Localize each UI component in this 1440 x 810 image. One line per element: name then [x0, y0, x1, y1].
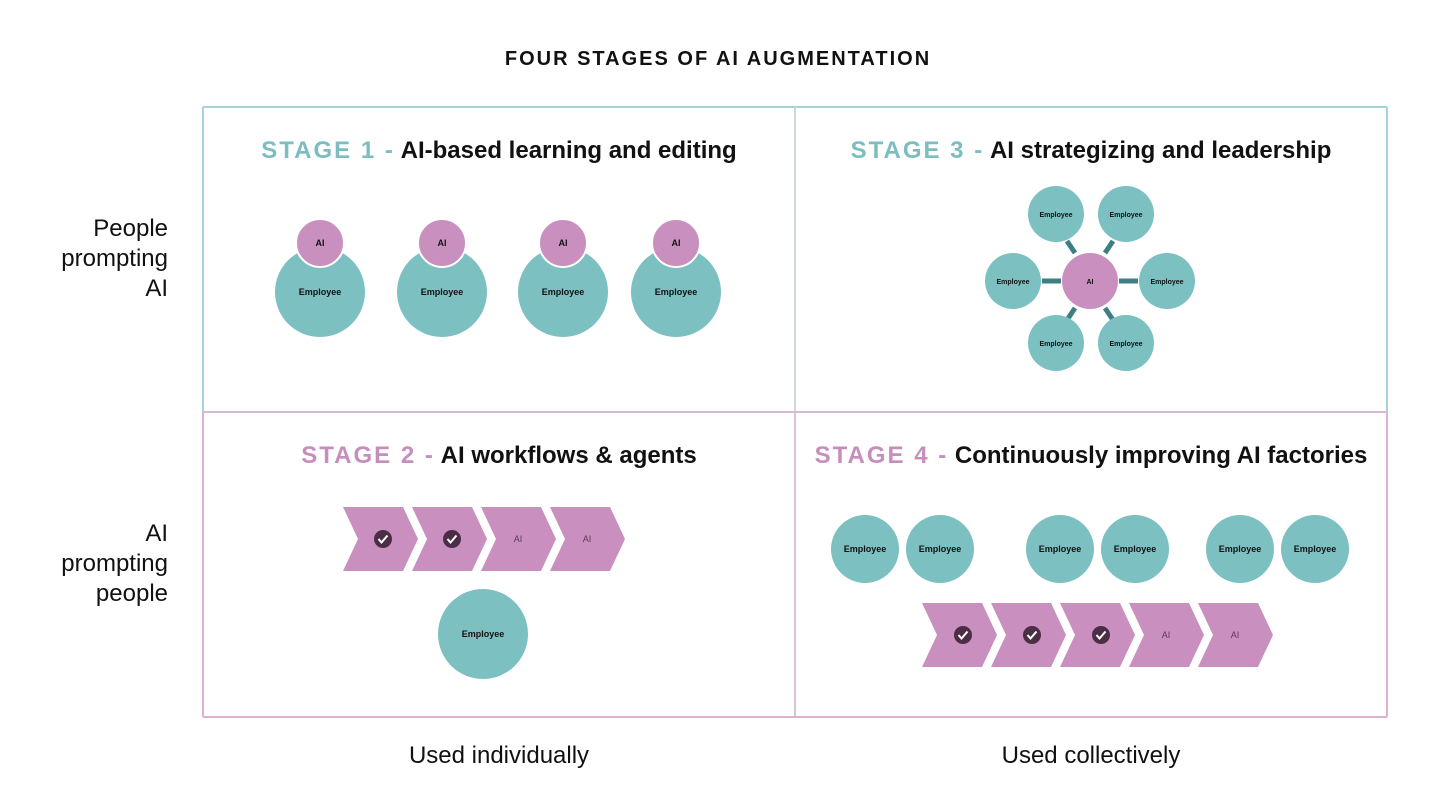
stage-1-unit: Employee AI [275, 218, 365, 337]
check-icon-mark [377, 534, 389, 545]
stage-4-number: STAGE 4 - [814, 442, 949, 469]
employee-node-label: Employee [996, 279, 1029, 286]
employee-node-label: Employee [919, 544, 962, 554]
row-label-people-prompting-ai: People prompting AI [61, 215, 168, 302]
connector [1102, 239, 1116, 255]
ai-hub-label: AI [1087, 279, 1094, 286]
check-icon [443, 530, 461, 548]
stage-2-heading: STAGE 2 - AI workflows & agents [203, 442, 795, 470]
ai-hub-node [1062, 253, 1118, 309]
employee-node-label: Employee [1039, 544, 1082, 554]
stage-3-heading: STAGE 3 - AI strategizing and leadership [795, 137, 1387, 165]
ai-node [651, 218, 701, 268]
stage-1-unit: Employee AI [518, 218, 608, 337]
stage-2-diagram: AI AI Employee [343, 507, 625, 679]
stage-1-diagram: Employee AI Employee AI Employee AI Empl… [275, 218, 721, 337]
check-icon-mark [446, 534, 458, 545]
employee-node-label: Employee [462, 629, 505, 639]
connector [1102, 306, 1116, 322]
employee-node-label: Employee [542, 287, 585, 297]
employee-node-label: Employee [1109, 212, 1142, 219]
employee-node [831, 515, 899, 583]
employee-node-label: Employee [1114, 544, 1157, 554]
employee-node [1098, 186, 1154, 242]
check-icon [374, 530, 392, 548]
ai-node-label: AI [672, 238, 681, 248]
employee-node-label: Employee [1039, 212, 1072, 219]
ai-node [295, 218, 345, 268]
ai-node-label: AI [316, 238, 325, 248]
stage-3-number: STAGE 3 - [850, 137, 985, 164]
employee-node-label: Employee [1150, 279, 1183, 286]
employee-node-label: Employee [1294, 544, 1337, 554]
quadrant-grid [202, 106, 1388, 718]
employee-node [631, 247, 721, 337]
workflow-chevron [481, 507, 556, 571]
employee-node [1098, 315, 1154, 371]
ai-node [417, 218, 467, 268]
check-icon [954, 626, 972, 644]
workflow-step-label: AI [1162, 630, 1171, 640]
employee-node [1206, 515, 1274, 583]
page-title: FOUR STAGES OF AI AUGMENTATION [504, 48, 932, 70]
stage-1-heading: STAGE 1 - AI-based learning and editing [203, 137, 795, 165]
workflow-chevron [1198, 603, 1273, 667]
workflow-step-label: AI [514, 534, 523, 544]
employee-node [1028, 186, 1084, 242]
employee-node [1139, 253, 1195, 309]
stage-1-number: STAGE 1 - [261, 137, 395, 164]
employee-node [985, 253, 1041, 309]
employee-node [1026, 515, 1094, 583]
workflow-chevron [550, 507, 625, 571]
workflow-chevron [1129, 603, 1204, 667]
row-label-ai-prompting-people: AI prompting people [61, 520, 168, 607]
employee-node [275, 247, 365, 337]
ai-node [538, 218, 588, 268]
workflow-step-label: AI [1231, 630, 1240, 640]
stage-2-number: STAGE 2 - [301, 442, 435, 469]
workflow-step-label: AI [583, 534, 592, 544]
stage-2-name: AI workflows & agents [440, 442, 697, 469]
stage-1-name: AI-based learning and editing [400, 137, 737, 164]
employee-node [1028, 315, 1084, 371]
stage-3-diagram: Employee Employee Employee AI Employee E… [985, 186, 1195, 371]
employee-node [438, 589, 528, 679]
employee-node-label: Employee [1039, 341, 1072, 348]
employee-node-label: Employee [299, 287, 342, 297]
check-icon-mark [957, 630, 969, 641]
stage-4-diagram: Employee Employee Employee Employee Empl… [831, 515, 1349, 667]
stage-4-heading: STAGE 4 - Continuously improving AI fact… [795, 442, 1387, 470]
connector [1064, 239, 1078, 255]
ai-node-label: AI [438, 238, 447, 248]
employee-node-label: Employee [1109, 341, 1142, 348]
check-icon [1023, 626, 1041, 644]
stage-4-name: Continuously improving AI factories [954, 442, 1368, 469]
stage-1-unit: Employee AI [397, 218, 487, 337]
employee-node [518, 247, 608, 337]
employee-node-label: Employee [844, 544, 887, 554]
column-label-used-individually: Used individually [408, 742, 590, 769]
check-icon-mark [1095, 630, 1107, 641]
employee-node [1101, 515, 1169, 583]
employee-node-label: Employee [655, 287, 698, 297]
employee-node-label: Employee [421, 287, 464, 297]
employee-node-label: Employee [1219, 544, 1262, 554]
employee-node [906, 515, 974, 583]
column-label-used-collectively: Used collectively [1001, 742, 1181, 769]
stage-3-name: AI strategizing and leadership [989, 137, 1332, 164]
ai-node-label: AI [559, 238, 568, 248]
stage-1-unit: Employee AI [631, 218, 721, 337]
employee-node [1281, 515, 1349, 583]
check-icon-mark [1026, 630, 1038, 641]
employee-node [397, 247, 487, 337]
check-icon [1092, 626, 1110, 644]
